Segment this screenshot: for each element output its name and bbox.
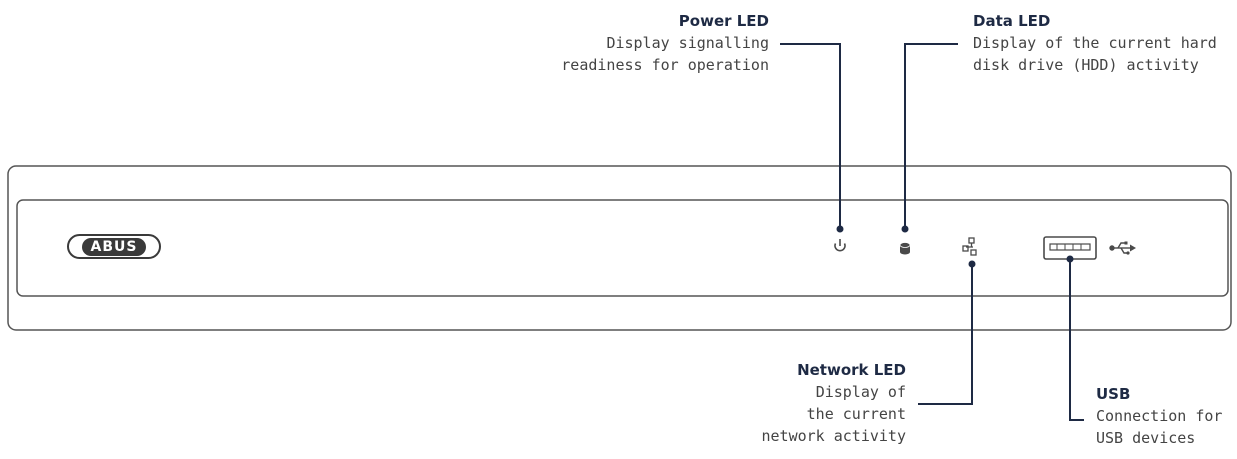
abus-logo-text: ABUS xyxy=(81,237,147,256)
usb-desc-line: Connection for xyxy=(1096,407,1223,425)
power-led-desc-line: readiness for operation xyxy=(561,56,769,74)
usb-title: USB xyxy=(1096,385,1131,403)
data-led-desc-line: disk drive (HDD) activity xyxy=(973,56,1199,74)
data-leader-line xyxy=(904,43,958,229)
power-led-title: Power LED xyxy=(678,12,769,30)
power-leader-dot xyxy=(836,225,844,233)
network-led-callout: Network LED Display of the current netwo… xyxy=(762,359,907,447)
usb-callout: USB Connection for USB devices xyxy=(1096,383,1222,449)
data-led-callout: Data LED Display of the current hard dis… xyxy=(973,10,1217,76)
power-leader-line xyxy=(780,43,841,229)
network-icon xyxy=(962,237,977,256)
usb-symbol-icon xyxy=(1109,241,1136,255)
abus-logo: ABUS xyxy=(67,234,161,259)
network-led-desc-line: the current xyxy=(806,405,906,423)
data-leader-dot xyxy=(901,225,909,233)
power-icon xyxy=(834,239,846,252)
usb-desc-line: USB devices xyxy=(1096,429,1196,447)
front-panel xyxy=(16,199,1229,297)
usb-leader-dot xyxy=(1066,255,1074,263)
hdd-icon xyxy=(899,242,911,255)
network-led-desc-line: network activity xyxy=(761,427,907,445)
data-led-title: Data LED xyxy=(973,12,1051,30)
power-led-callout: Power LED Display signalling readiness f… xyxy=(561,10,769,76)
usb-leader-line xyxy=(1069,259,1084,421)
power-led-desc-line: Display signalling xyxy=(606,34,769,52)
network-led-desc-line: Display of xyxy=(815,383,906,401)
network-led-title: Network LED xyxy=(797,361,906,379)
network-leader-line xyxy=(918,264,973,405)
data-led-desc-line: Display of the current hard xyxy=(973,34,1217,52)
network-leader-dot xyxy=(968,260,976,268)
